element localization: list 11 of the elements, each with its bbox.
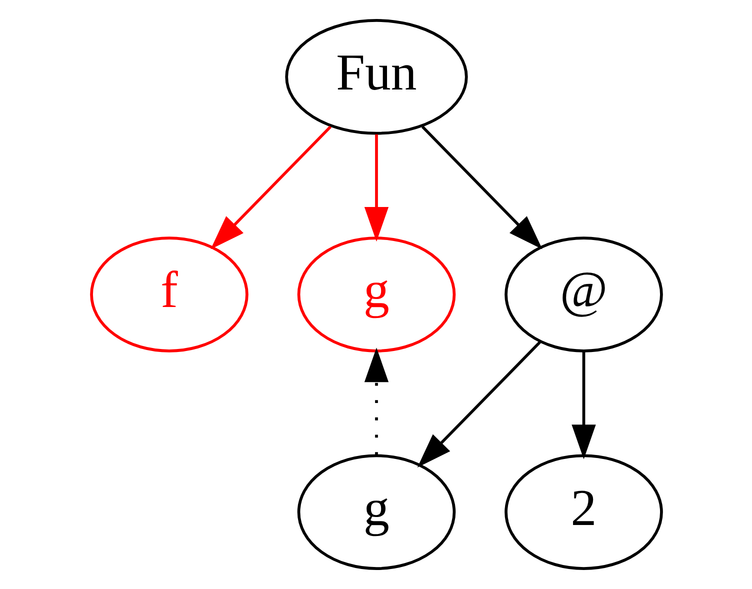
node-ellipse: f — [90, 236, 248, 352]
arrow — [364, 134, 388, 242]
node-ellipse: @ — [504, 236, 662, 352]
arrow — [420, 126, 542, 250]
arrow — [571, 352, 596, 460]
arrow — [416, 341, 540, 468]
node-ellipse: g — [296, 454, 456, 570]
node-ellipse: 2 — [504, 454, 662, 570]
arrow — [210, 126, 332, 250]
node-ellipse: g — [296, 236, 456, 352]
node-ellipse: Fun — [284, 19, 468, 135]
